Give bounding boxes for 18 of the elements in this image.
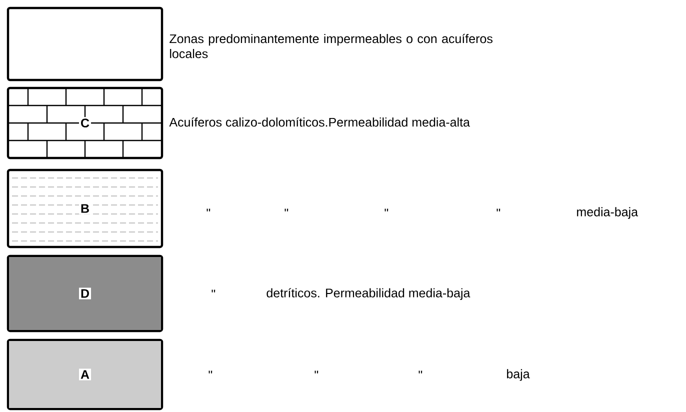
legend-text: " [206, 208, 210, 212]
dotted-pattern-box: D [6, 254, 164, 332]
legend-text: media-baja [577, 207, 638, 219]
legend-text: " [384, 208, 388, 212]
legend-text: " [208, 370, 212, 374]
legend-text: " [212, 290, 216, 292]
stippled-pattern-box: A [6, 338, 164, 410]
legend-text: detríticos. Permeabilidad media-baja [266, 288, 470, 300]
legend-text: Zonas predominantemente impermeables o con acuíferos locales [170, 34, 492, 58]
legend-text: " [496, 208, 500, 212]
legend-text: " [314, 370, 318, 374]
legend-text: " [284, 208, 288, 212]
legend-text: Acuíferos calizo-dolomíticos.Permeabilidad media-alta [169, 117, 470, 127]
lined-pattern-box: B [6, 168, 164, 248]
empty-box [6, 6, 164, 82]
brick-pattern-box: C [6, 86, 164, 160]
legend-text: " [418, 370, 422, 374]
legend-text: baja [507, 369, 530, 381]
